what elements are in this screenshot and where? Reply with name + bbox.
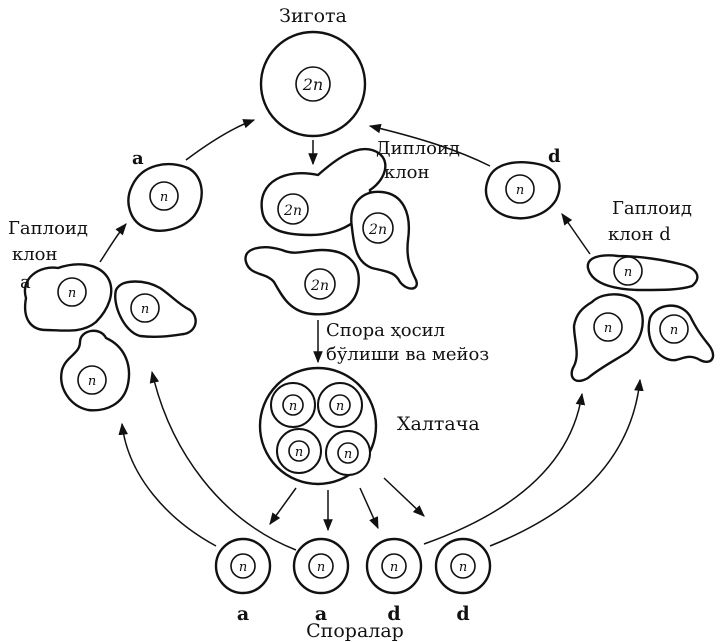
haploid-a-cell-1: n <box>23 263 113 332</box>
haploid-d-cell-2: n <box>570 293 644 383</box>
arrow-ascus-to-spore-3 <box>359 487 379 530</box>
haploid-nucleus-label: n <box>624 265 632 280</box>
haploid-nucleus-label: n <box>289 399 297 414</box>
haploid-nucleus-label: n <box>344 447 352 462</box>
diploid-nucleus-label: 2n <box>310 278 329 294</box>
zygote-cell: 2n <box>259 30 367 138</box>
haploid-cell-a-top: n <box>127 163 203 232</box>
sporulation-label-line2: бўлиши ва мейоз <box>326 344 489 365</box>
haploid-nucleus-label: n <box>390 560 398 575</box>
arrow-ascus-to-spore-1 <box>269 487 297 525</box>
haploid-nucleus-label: n <box>516 183 524 198</box>
haploid-nucleus-label: n <box>239 560 247 575</box>
spore-3-mating-type: d <box>387 603 400 625</box>
haploid-clone-a-label-line2: клон <box>12 244 58 265</box>
haploid-nucleus-label: n <box>141 302 149 317</box>
diploid-nucleus-label: 2n <box>368 222 387 238</box>
zygote-nucleus-label: 2n <box>302 75 323 94</box>
haploid-nucleus-label: n <box>670 323 678 338</box>
arrow-ascus-to-spore-4 <box>383 477 425 517</box>
diploid-nucleus-label: 2n <box>283 203 302 219</box>
spore-1-mating-type: a <box>237 603 249 625</box>
arrow-spore-1-to-clone-a <box>118 422 217 547</box>
diploid-clone-label-line2: клон <box>384 162 430 183</box>
zygote-label: Зигота <box>279 5 347 27</box>
diploid-clone-label-line1: Диплоид <box>376 138 460 159</box>
diploid-clone: 2n 2n 2n <box>244 147 418 316</box>
haploid-nucleus-label: n <box>317 560 325 575</box>
haploid-clone-a-label-line3: a <box>20 272 31 293</box>
haploid-clone-d-label-line1: Гаплоид <box>612 198 692 219</box>
arrow-clone-a-to-cell-a <box>99 223 127 263</box>
haploid-nucleus-label: n <box>88 374 96 389</box>
ascus-spore-3: n <box>276 428 322 474</box>
ascus: n n n n <box>258 366 378 486</box>
haploid-clone-a-label-line1: Гаплоид <box>8 218 88 239</box>
arrow-spore-3-to-clone-d <box>423 392 586 545</box>
haploid-clone-d-label-line2: клон d <box>608 224 671 245</box>
haploid-clone-a: n n n <box>23 263 197 412</box>
haploid-nucleus-label: n <box>295 445 303 460</box>
spore-2: n <box>292 537 350 595</box>
haploid-clone-d: n n n <box>570 254 715 383</box>
spore-3: n <box>365 537 423 595</box>
ascus-label: Халтача <box>397 413 480 435</box>
spore-2-mating-type: a <box>315 603 327 625</box>
arrow-haploid-a-to-zygote <box>185 119 256 161</box>
arrow-spore-2-to-clone-a <box>149 370 297 551</box>
haploid-d-cell-3: n <box>647 304 715 363</box>
haploid-d-cell-1: n <box>586 254 699 292</box>
ascus-spore-1: n <box>270 382 316 428</box>
haploid-nucleus-label: n <box>604 321 612 336</box>
haploid-cell-d-top: n <box>484 161 561 220</box>
sporulation-label-line1: Спора ҳосил <box>326 320 445 341</box>
haploid-nucleus-label: n <box>68 286 76 301</box>
diploid-cell-2: 2n <box>350 190 418 290</box>
diploid-cell-3: 2n <box>244 246 360 316</box>
spore-4: n <box>434 537 492 595</box>
arrow-spore-4-to-clone-d <box>489 378 644 547</box>
arrow-clone-d-to-cell-d <box>561 213 591 255</box>
haploid-a-cell-2: n <box>114 280 197 339</box>
spore-1: n <box>214 537 272 595</box>
haploid-a-top-label: a <box>132 148 144 169</box>
ascus-spore-4: n <box>325 430 371 476</box>
haploid-a-cell-3: n <box>60 329 131 412</box>
spore-4-mating-type: d <box>456 603 469 625</box>
ascus-spore-2: n <box>317 382 363 428</box>
arrow-haploid-d-to-zygote <box>368 123 491 167</box>
haploid-nucleus-label: n <box>459 560 467 575</box>
spores-label: Споралар <box>306 620 404 642</box>
haploid-d-top-label: d <box>548 146 561 167</box>
haploid-nucleus-label: n <box>160 190 168 205</box>
haploid-nucleus-label: n <box>336 399 344 414</box>
